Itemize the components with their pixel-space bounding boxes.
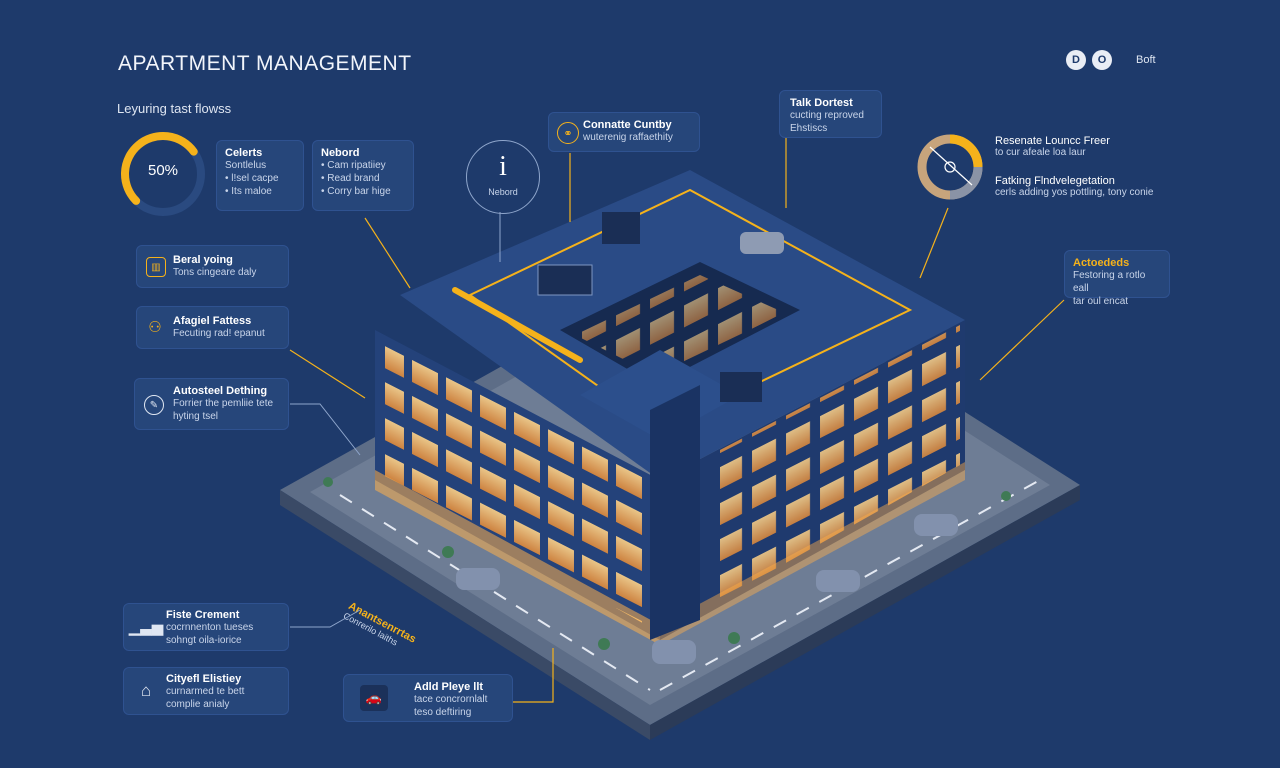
city-card[interactable]: ⌂ Cityefl Elistiey curnarmed te bett com… bbox=[123, 667, 289, 715]
page-subtitle: Leyuring tast flowss bbox=[117, 101, 232, 116]
info-icon: i bbox=[499, 151, 507, 182]
building-card[interactable]: ▥ Beral yoing Tons cingeare daly bbox=[136, 245, 289, 288]
finance-line-2: sohngt oila-iorice bbox=[166, 635, 242, 646]
facilities-card[interactable]: ⚇ Afagiel Fattess Fecuting rad! epanut bbox=[136, 306, 289, 349]
people-icon: ⚇ bbox=[148, 319, 162, 336]
parking-text: cerls adding yos pottling, tony conie bbox=[995, 187, 1154, 198]
board-line-2: • Read brand bbox=[321, 173, 380, 184]
board-line-3: • Corry bar hige bbox=[321, 186, 391, 197]
parking-info: Fatking Flndvelegetation cerls adding yo… bbox=[995, 175, 1153, 198]
ground-label: Anantsenrrtas Conrerilo laiths bbox=[342, 600, 418, 654]
automated-card[interactable]: ✎ Autosteel Dething Forrier the pemliie … bbox=[134, 378, 289, 430]
lounge-text: to cur afeale loa laur bbox=[995, 147, 1086, 158]
connection-card[interactable]: ⚭ Connatte Cuntby wuterenig raffaethity bbox=[548, 112, 700, 152]
alerts-line-3: • Its maloe bbox=[225, 186, 272, 197]
info-circle[interactable]: i Nebord bbox=[466, 140, 540, 214]
accidents-line-2: tar oul encat bbox=[1073, 296, 1129, 307]
bar-chart-icon: ▁▃▅ bbox=[128, 619, 164, 636]
facilities-title: Afagiel Fattess bbox=[173, 315, 252, 327]
city-line-2: complie anialy bbox=[166, 699, 230, 710]
alerts-line-2: • l!sel cacpe bbox=[225, 173, 279, 184]
add-player-line-1: tace concrornlalt bbox=[414, 694, 488, 705]
finance-line-1: cocrnnenton tueses bbox=[166, 622, 254, 633]
wrench-icon: ✎ bbox=[144, 395, 164, 415]
building-text: Tons cingeare daly bbox=[173, 267, 257, 278]
building-icon: ▥ bbox=[146, 257, 166, 277]
add-player-title: Adld Pleye llt bbox=[414, 681, 484, 693]
talk-line-2: Ehstiscs bbox=[790, 123, 828, 134]
top-label[interactable]: Boft bbox=[1136, 54, 1156, 66]
lounge-info: Resenate Louncc Freer to cur afeale loa … bbox=[995, 135, 1110, 158]
talk-card[interactable]: Talk Dortest cucting reproved Ehstiscs bbox=[779, 90, 882, 138]
automated-title: Autosteel Dething bbox=[173, 385, 268, 397]
finance-card[interactable]: ▁▃▅ Fiste Crement cocrnnenton tueses soh… bbox=[123, 603, 289, 651]
city-title: Cityefl Elistiey bbox=[166, 673, 242, 685]
alerts-card-title: Celerts bbox=[225, 147, 263, 159]
connection-title: Connatte Cuntby bbox=[583, 119, 672, 131]
accidents-card[interactable]: Actoededs Festoring a rotlo eall tar oul… bbox=[1064, 250, 1170, 307]
accidents-title: Actoededs bbox=[1073, 257, 1130, 269]
home-icon: ⌂ bbox=[140, 681, 152, 700]
city-line-1: curnarmed te bett bbox=[166, 686, 245, 697]
automated-text: Forrier the pemliie tete hyting tsel bbox=[173, 398, 274, 422]
accidents-line-1: Festoring a rotlo eall bbox=[1073, 270, 1146, 294]
progress-donut bbox=[914, 131, 986, 203]
add-player-card[interactable]: 🚗 Adld Pleye llt tace concrornlalt teso … bbox=[343, 674, 513, 722]
board-card[interactable]: Nebord • Cam ripatiiey • Read brand • Co… bbox=[312, 140, 414, 211]
parking-title: Fatking Flndvelegetation bbox=[995, 175, 1115, 187]
board-card-title: Nebord bbox=[321, 147, 360, 159]
talk-title: Talk Dortest bbox=[790, 97, 853, 109]
board-line-1: • Cam ripatiiey bbox=[321, 160, 386, 171]
car-icon: 🚗 bbox=[360, 685, 388, 711]
connection-text: wuterenig raffaethity bbox=[583, 132, 673, 143]
page-title: APARTMENT MANAGEMENT bbox=[118, 52, 412, 75]
info-label: Nebord bbox=[488, 187, 518, 197]
building-title: Beral yoing bbox=[173, 254, 233, 266]
alerts-card[interactable]: Celerts Sontlelus • l!sel cacpe • Its ma… bbox=[216, 140, 304, 211]
street-base bbox=[280, 250, 1080, 740]
facilities-text: Fecuting rad! epanut bbox=[173, 328, 265, 339]
gauge-value: 50% bbox=[147, 162, 179, 179]
lounge-title: Resenate Louncc Freer bbox=[995, 135, 1110, 147]
finance-title: Fiste Crement bbox=[166, 609, 240, 621]
link-icon: ⚭ bbox=[557, 122, 579, 144]
talk-line-1: cucting reproved bbox=[790, 110, 864, 121]
top-toolbar: D O Boft bbox=[1066, 50, 1156, 70]
connector-lines bbox=[289, 138, 1065, 703]
add-player-line-2: teso deftiring bbox=[414, 707, 472, 718]
o-toggle-icon[interactable]: O bbox=[1092, 50, 1112, 70]
alerts-line-1: Sontlelus bbox=[225, 160, 267, 171]
occupancy-gauge: 50% bbox=[117, 128, 209, 220]
d-toggle-icon[interactable]: D bbox=[1066, 50, 1086, 70]
